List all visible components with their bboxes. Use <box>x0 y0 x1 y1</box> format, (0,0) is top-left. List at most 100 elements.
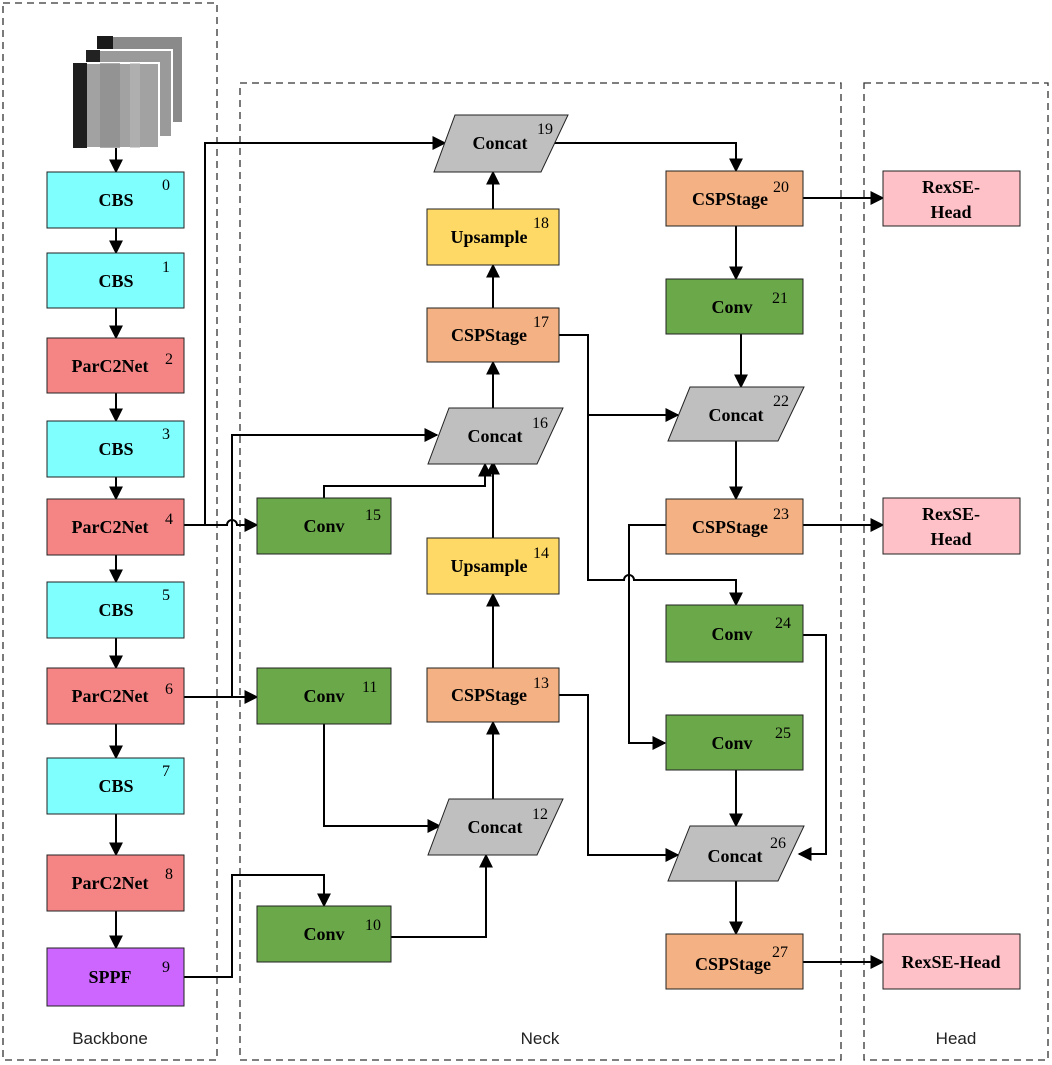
node-index: 9 <box>162 959 170 976</box>
node-label: Concat <box>708 846 763 866</box>
node-label: RexSE-Head <box>902 952 1001 972</box>
node-cspstage-20: CSPStage 20 <box>665 170 804 227</box>
neck-section <box>239 82 842 1061</box>
node-label: Concat <box>468 426 523 446</box>
node-label: CSPStage <box>695 954 771 974</box>
node-label: CBS <box>98 439 133 459</box>
node-parc2net-8: ParC2Net 8 <box>46 854 185 912</box>
node-concat-19: Concat 19 <box>433 114 569 173</box>
node-label: Upsample <box>450 556 527 576</box>
node-label: CBS <box>98 600 133 620</box>
node-conv-11: Conv 11 <box>256 667 392 725</box>
node-label: Conv <box>303 516 344 536</box>
backbone-label: Backbone <box>72 1029 148 1048</box>
input-image-stack <box>72 35 184 149</box>
node-parc2net-2: ParC2Net 2 <box>46 337 185 394</box>
node-cbs-3: CBS 3 <box>46 420 185 478</box>
node-index: 22 <box>773 393 789 410</box>
node-index: 1 <box>162 259 170 276</box>
node-index: 20 <box>773 179 789 196</box>
node-index: 16 <box>532 415 548 432</box>
node-concat-12: Concat 12 <box>427 798 564 856</box>
node-concat-26: Concat 26 <box>667 825 805 882</box>
head-section <box>863 82 1049 1061</box>
node-index: 12 <box>532 806 548 823</box>
node-label: ParC2Net <box>72 873 149 893</box>
edges <box>109 136 885 978</box>
node-cspstage-23: CSPStage 23 <box>665 498 804 555</box>
node-cbs-5: CBS 5 <box>46 581 185 639</box>
node-cspstage-27: CSPStage 27 <box>665 933 804 990</box>
node-label-line2: Head <box>930 202 971 222</box>
node-parc2net-6: ParC2Net 6 <box>46 667 185 725</box>
node-parc2net-4: ParC2Net 4 <box>46 498 185 556</box>
node-label-line1: RexSE- <box>922 177 980 197</box>
node-cbs-1: CBS 1 <box>46 252 185 309</box>
node-index: 25 <box>775 725 791 742</box>
head-rexse-1: RexSE- Head <box>882 170 1021 227</box>
node-conv-21: Conv 21 <box>665 278 804 335</box>
node-index: 4 <box>165 511 173 528</box>
node-cspstage-17: CSPStage 17 <box>426 307 560 363</box>
node-upsample-18: Upsample 18 <box>426 208 560 266</box>
node-concat-22: Concat 22 <box>667 386 805 442</box>
node-index: 18 <box>533 215 549 232</box>
node-label: CSPStage <box>692 189 768 209</box>
node-label: CSPStage <box>692 517 768 537</box>
node-label: SPPF <box>89 967 132 987</box>
node-index: 10 <box>365 917 381 934</box>
node-index: 19 <box>537 121 553 138</box>
node-label: Concat <box>473 133 528 153</box>
node-index: 7 <box>162 763 170 780</box>
node-index: 2 <box>165 351 173 368</box>
node-cspstage-13: CSPStage 13 <box>426 667 560 723</box>
node-sppf-9: SPPF 9 <box>46 947 185 1007</box>
node-index: 23 <box>773 506 789 523</box>
node-index: 15 <box>365 507 381 524</box>
node-conv-25: Conv 25 <box>665 714 804 771</box>
node-label: Conv <box>711 733 752 753</box>
node-label: Conv <box>711 624 752 644</box>
node-index: 27 <box>772 944 788 961</box>
head-label: Head <box>936 1029 977 1048</box>
node-label: CBS <box>98 271 133 291</box>
node-label: CBS <box>98 190 133 210</box>
node-label: Concat <box>709 405 764 425</box>
node-index: 21 <box>772 290 788 307</box>
node-index: 3 <box>162 426 170 443</box>
node-conv-10: Conv 10 <box>256 905 392 963</box>
node-index: 5 <box>162 587 170 604</box>
node-label: CSPStage <box>451 685 527 705</box>
head-rexse-2: RexSE- Head <box>882 497 1021 555</box>
node-label-line1: RexSE- <box>922 504 980 524</box>
node-label: CSPStage <box>451 325 527 345</box>
node-index: 8 <box>165 866 173 883</box>
node-index: 6 <box>165 681 173 698</box>
node-label: Conv <box>303 686 344 706</box>
node-label: Upsample <box>450 227 527 247</box>
node-label: Concat <box>468 817 523 837</box>
node-label: Conv <box>303 924 344 944</box>
head-rexse-3: RexSE-Head <box>882 933 1021 990</box>
node-label: Conv <box>711 297 752 317</box>
node-index: 14 <box>533 545 549 562</box>
node-cbs-7: CBS 7 <box>46 757 185 815</box>
node-conv-15: Conv 15 <box>256 497 392 555</box>
node-label: ParC2Net <box>72 686 149 706</box>
neck-label: Neck <box>521 1029 560 1048</box>
node-label-line2: Head <box>930 529 971 549</box>
node-label: ParC2Net <box>72 356 149 376</box>
node-label: CBS <box>98 776 133 796</box>
node-index: 17 <box>533 314 549 331</box>
node-concat-16: Concat 16 <box>427 407 564 465</box>
node-upsample-14: Upsample 14 <box>426 537 560 595</box>
node-index: 26 <box>770 835 786 852</box>
node-index: 13 <box>533 675 549 692</box>
node-index: 24 <box>775 615 791 632</box>
node-label: ParC2Net <box>72 517 149 537</box>
node-conv-24: Conv 24 <box>665 604 804 663</box>
node-cbs-0: CBS 0 <box>46 171 185 229</box>
node-index: 0 <box>162 177 170 194</box>
node-index: 11 <box>362 679 377 696</box>
